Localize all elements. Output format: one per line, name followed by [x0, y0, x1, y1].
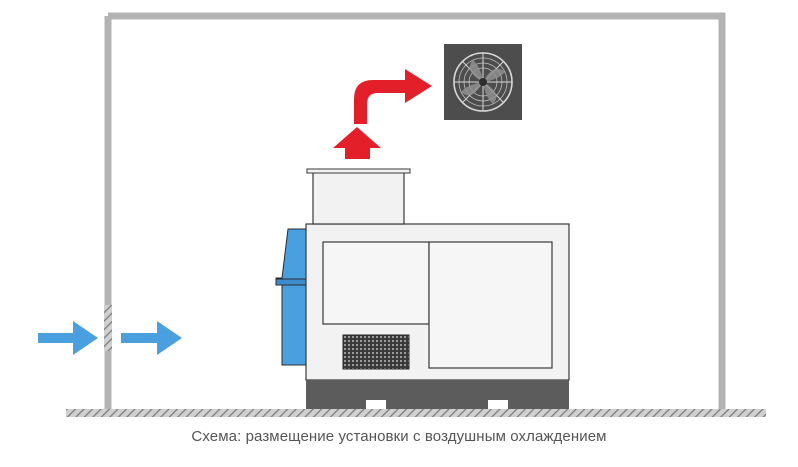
radiator-panel: [275, 228, 307, 366]
generator-unit: [275, 168, 570, 409]
base-slot-right: [488, 400, 508, 409]
grille-icon: [342, 334, 410, 370]
blue-arrow-icon: [38, 321, 182, 355]
exhaust-duct: [312, 171, 405, 225]
duct-flange: [306, 168, 411, 174]
unit-base-frame: [306, 380, 569, 409]
diagram-caption: Схема: размещение установки с воздушным …: [191, 428, 607, 445]
floor: [66, 409, 766, 417]
fan-icon: [444, 44, 522, 120]
unit-door-right: [428, 241, 553, 369]
room-walls: [104, 12, 726, 412]
red-arrow-icon: [333, 69, 432, 159]
base-slot-left: [366, 400, 386, 409]
wall-air-inlet-grille: [104, 305, 112, 351]
unit-door-left: [322, 241, 430, 325]
